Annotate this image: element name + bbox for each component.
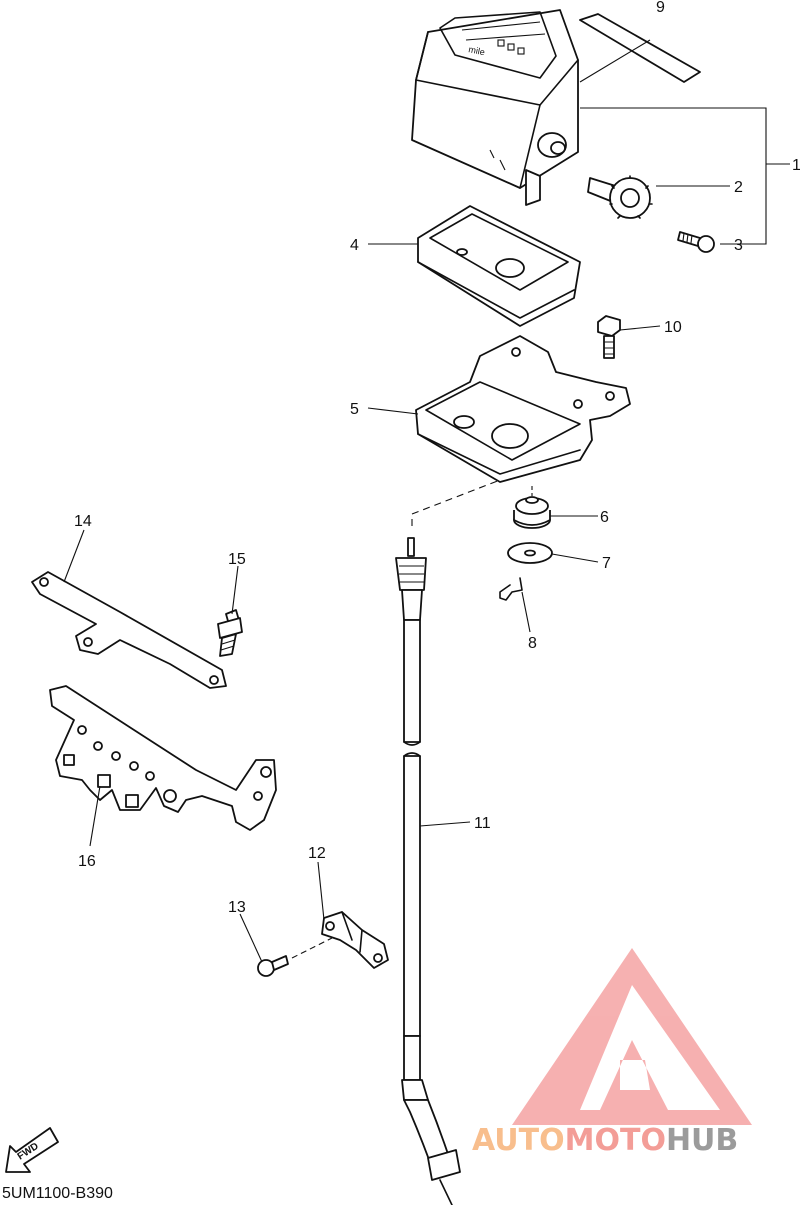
callout-8: 8 (528, 635, 537, 652)
watermark-logo: AUTOMOTOHUB (472, 948, 752, 1158)
part-8-clip (499, 577, 523, 601)
callout-12: 12 (308, 845, 326, 862)
callout-5: 5 (350, 401, 359, 418)
part-12-clamp (321, 911, 389, 969)
callout-labels: 1 2 3 4 5 6 7 8 9 10 11 12 13 14 15 16 (74, 0, 800, 916)
part-15-bolt (217, 609, 243, 657)
part-14-stay (31, 571, 227, 689)
watermark-triangle-icon (512, 948, 752, 1125)
meter-face-text: mile (468, 44, 486, 57)
part-16-bracket (49, 685, 277, 831)
callout-4: 4 (350, 237, 359, 254)
callout-11: 11 (474, 815, 491, 832)
fwd-arrow-icon: FWD (5, 1127, 59, 1173)
part-7-washer (507, 542, 553, 564)
svg-text:AUTOMOTOHUB: AUTOMOTOHUB (472, 1123, 738, 1158)
diagram-code: 5UM1100-B390 (2, 1185, 113, 1202)
callout-1: 1 (792, 157, 800, 174)
part-13-screw (257, 955, 289, 977)
leader-lines (63, 39, 790, 963)
part-6-grommet (513, 496, 551, 529)
part-11-speedometer-cable (395, 537, 461, 1205)
watermark-hub-text: HUB (666, 1123, 738, 1158)
part-3-screw (677, 231, 715, 253)
part-5-meter-bracket (415, 335, 631, 483)
callout-10: 10 (664, 319, 682, 336)
callout-6: 6 (600, 509, 609, 526)
callout-13: 13 (228, 899, 246, 916)
callout-9: 9 (656, 0, 665, 16)
callout-2: 2 (734, 179, 743, 196)
callout-16: 16 (78, 853, 96, 870)
part-2-gear (587, 175, 653, 219)
callout-3: 3 (734, 237, 743, 254)
watermark-moto-text: MOTO (565, 1123, 666, 1158)
part-10-bolt (597, 315, 621, 359)
callout-15: 15 (228, 551, 246, 568)
part-1-meter-assembly: mile (411, 9, 579, 206)
callout-7: 7 (602, 555, 611, 572)
watermark-auto-text: AUTO (472, 1123, 565, 1158)
callout-14: 14 (74, 513, 92, 530)
part-4-damper-tray (417, 205, 581, 327)
part-9-cover-strip (579, 13, 701, 83)
